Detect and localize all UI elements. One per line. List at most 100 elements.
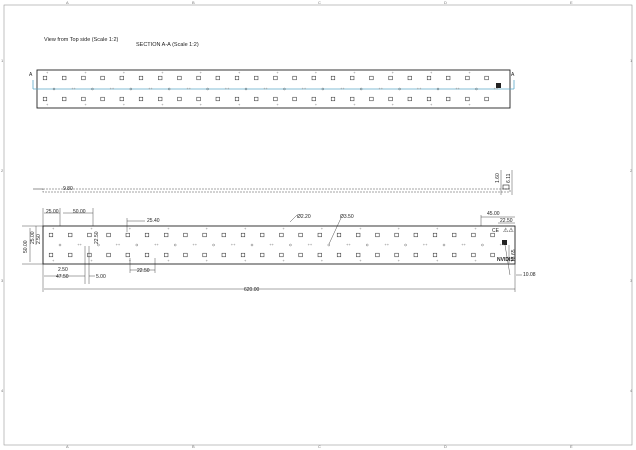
dim-6-11: 6.11 <box>506 173 512 183</box>
mounting-hole <box>244 87 248 91</box>
mounting-hole <box>52 87 56 91</box>
via-mark: + <box>436 226 439 231</box>
dim-22-50-bottom: 22.50 <box>137 268 150 274</box>
via-mark: + <box>200 70 203 75</box>
mounting-hole <box>321 87 324 91</box>
via-mark: + <box>474 258 477 263</box>
dim-vertical-22-50: 22.50 <box>94 231 100 244</box>
mounting-hole <box>97 243 100 247</box>
led-pad <box>369 75 374 81</box>
mounting-hole <box>173 243 177 247</box>
via-mark: ++ <box>346 242 351 247</box>
via-mark: + <box>200 102 203 107</box>
led-pad <box>350 75 355 81</box>
top-view: A A ++++++++++++++++++++++++++++++++++++… <box>29 69 515 109</box>
via-mark: + <box>468 102 471 107</box>
via-mark: + <box>123 102 126 107</box>
brand-logo: NVIDIS <box>497 257 514 263</box>
mounting-hole <box>283 87 286 91</box>
via-mark: ++ <box>116 242 121 247</box>
led-pad <box>471 252 476 258</box>
via-mark: + <box>315 102 318 107</box>
via-mark: + <box>129 226 132 231</box>
via-mark: + <box>353 70 356 75</box>
led-pad <box>125 252 130 258</box>
led-pad <box>298 232 303 238</box>
led-pad <box>317 252 322 258</box>
dim-thickness: 9.80 <box>63 186 73 192</box>
led-pad <box>158 96 163 102</box>
via-mark: + <box>436 258 439 263</box>
section-view: 9.80 1.60 6.11 <box>33 170 513 195</box>
led-pad <box>48 252 54 258</box>
dim-height-25: 25.00 <box>30 231 36 244</box>
dim-25: 25.00 <box>46 209 59 215</box>
led-pad <box>254 75 259 81</box>
frame-row-label: 2 <box>1 168 4 173</box>
dim-22-50-right: 22.50 <box>500 218 513 224</box>
via-mark: + <box>353 102 356 107</box>
led-pad <box>81 96 86 102</box>
mounting-hole <box>206 87 209 91</box>
led-pad <box>215 75 220 81</box>
via-mark: + <box>167 258 170 263</box>
mounting-hole <box>360 87 363 91</box>
led-pad <box>202 252 207 258</box>
mounting-hole <box>475 87 478 91</box>
led-pad <box>292 75 297 81</box>
frame-column-label: A <box>66 0 69 5</box>
frame-row-label: 1 <box>1 58 4 63</box>
via-mark: ++ <box>417 86 422 91</box>
led-pad <box>221 232 226 238</box>
led-pad <box>260 252 265 258</box>
dim-25-40: 25.40 <box>147 218 160 224</box>
mounting-hole <box>481 243 484 247</box>
led-pad <box>202 232 207 238</box>
led-pad <box>119 75 124 81</box>
connector-profile <box>502 184 510 190</box>
frame-column-label: C <box>318 444 321 449</box>
led-pad <box>196 75 201 81</box>
via-mark: + <box>206 258 209 263</box>
via-mark: ++ <box>500 242 505 247</box>
via-mark: ++ <box>225 86 230 91</box>
led-pad <box>490 232 495 238</box>
frame-column-label: B <box>192 0 195 5</box>
led-pad <box>426 96 432 102</box>
led-pad <box>234 75 240 81</box>
dim-47-50: 47.50 <box>56 274 69 280</box>
section-marker-right: A <box>511 72 515 78</box>
frame-row-label: 3 <box>1 278 4 283</box>
frame-column-label: A <box>66 444 69 449</box>
via-mark: + <box>90 258 93 263</box>
mounting-hole <box>289 243 292 247</box>
connector-icon <box>496 83 501 88</box>
via-mark: + <box>161 70 164 75</box>
via-mark: + <box>238 70 241 75</box>
led-pad <box>336 232 342 238</box>
led-pad <box>432 232 438 238</box>
via-mark: ++ <box>263 86 268 91</box>
led-pad <box>336 252 342 258</box>
via-mark: + <box>282 258 285 263</box>
via-mark: ++ <box>423 242 428 247</box>
via-mark: + <box>315 70 318 75</box>
mounting-hole <box>442 243 446 247</box>
led-pad <box>42 96 48 102</box>
dim-45: 45.00 <box>487 211 500 217</box>
via-mark: + <box>123 70 126 75</box>
led-pad <box>87 252 92 258</box>
mounting-hole <box>58 243 62 247</box>
led-pad <box>298 252 303 258</box>
via-mark: + <box>90 226 93 231</box>
mounting-hole <box>366 243 369 247</box>
led-pad <box>388 96 393 102</box>
led-pad <box>183 232 188 238</box>
ce-mark: CE <box>492 228 500 234</box>
led-pad <box>484 75 489 81</box>
via-mark: + <box>167 226 170 231</box>
led-pad <box>273 96 278 102</box>
led-pad <box>254 96 259 102</box>
via-mark: ++ <box>308 242 313 247</box>
